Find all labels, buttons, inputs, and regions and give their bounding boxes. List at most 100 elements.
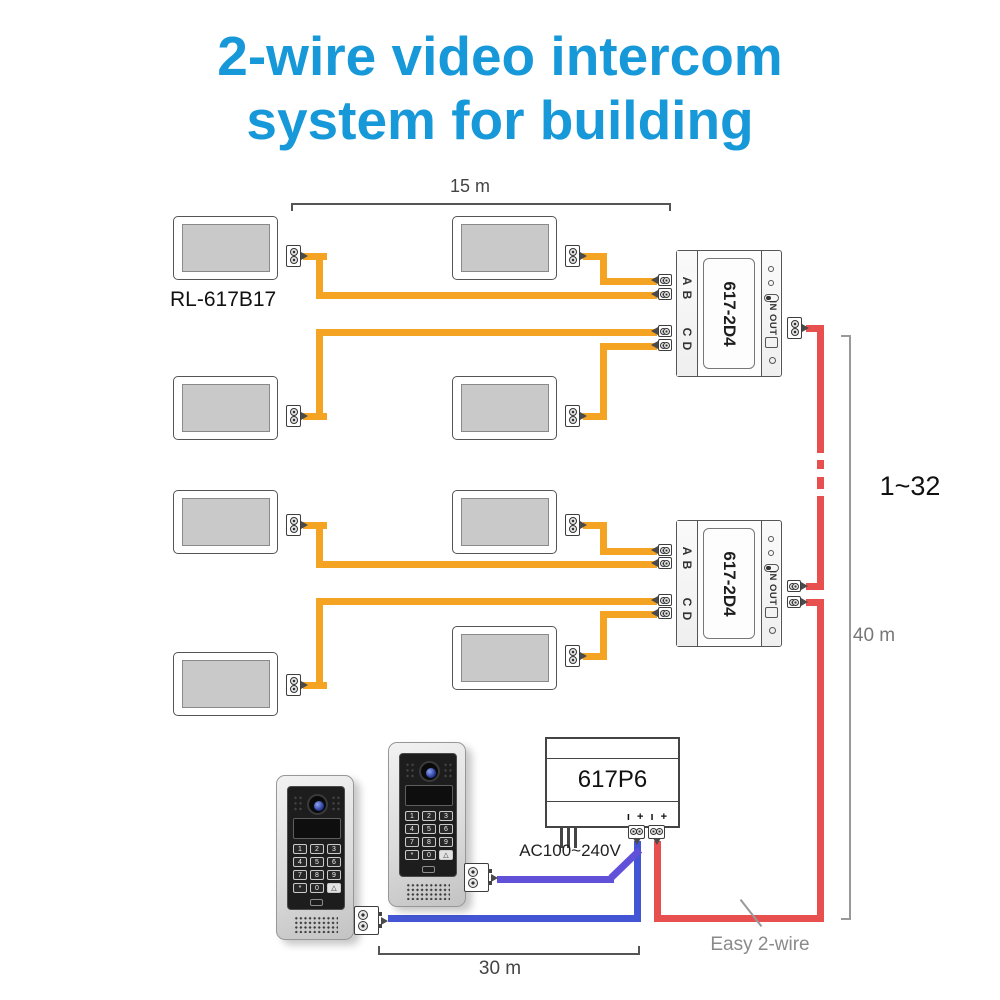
door-station-2: 1 2 3 4 5 6 7 8 9 * 0 △ — [388, 742, 466, 907]
callout-slash-icon — [739, 898, 763, 928]
key-9: 9 — [327, 870, 341, 880]
key-2: 2 — [422, 811, 436, 821]
wire-red-dash — [816, 477, 824, 489]
door-station-panel: 1 2 3 4 5 6 7 8 9 * 0 △ — [399, 753, 457, 877]
wire-orange — [303, 412, 327, 420]
wire-orange — [583, 652, 607, 660]
led-icon — [768, 550, 774, 556]
wire-blue — [633, 841, 641, 922]
wire-orange — [599, 277, 657, 285]
ac-input-label: AC100~240V — [519, 841, 621, 860]
key-7: 7 — [405, 837, 419, 847]
display-window — [405, 785, 453, 806]
key-4: 4 — [405, 824, 419, 834]
key-9: 9 — [439, 837, 453, 847]
connector-arrow-icon — [381, 916, 388, 925]
monitor-screen — [182, 498, 270, 546]
distributor-unit-2: A B C D 617-2D4 IN OUT — [676, 520, 782, 647]
terminal-connector-b — [651, 288, 672, 300]
wire-blue — [388, 914, 641, 922]
dim-tick — [378, 946, 380, 953]
wire-red — [816, 324, 824, 453]
terminal-connector-a — [651, 544, 672, 556]
connector-arrow-icon — [301, 412, 308, 420]
key-star: * — [405, 850, 419, 860]
camera-icon — [419, 761, 440, 782]
camera-lens-icon — [426, 768, 436, 778]
wire-orange — [599, 610, 607, 660]
indoor-monitor-7 — [173, 652, 278, 716]
wire-orange — [583, 252, 607, 260]
terminal-connector-d — [651, 339, 672, 351]
connector-pins-icon — [378, 912, 382, 916]
wire-orange — [599, 342, 657, 350]
door-icon — [310, 899, 323, 906]
dim-label-30m: 30 m — [478, 958, 522, 979]
port-icon — [765, 607, 778, 618]
monitor-connector — [286, 245, 308, 267]
door-icon — [422, 866, 435, 873]
wire-red — [806, 582, 824, 590]
distributor-model-label: 617-2D4 — [720, 281, 739, 347]
terminal-connector-c — [651, 325, 672, 337]
wire-orange — [599, 521, 607, 555]
riser-range-label: 1~32 — [879, 471, 941, 501]
bell-key-icon: △ — [439, 850, 453, 860]
monitor-connector — [286, 674, 308, 696]
connector-arrow-icon — [651, 609, 658, 617]
wire-orange — [303, 681, 327, 689]
connector-arrow-icon — [580, 412, 587, 420]
riser-connector-out — [787, 580, 808, 592]
power-supply-unit — [545, 737, 680, 828]
key-5: 5 — [422, 824, 436, 834]
wire-purple — [497, 875, 614, 883]
distributor-faceplate — [703, 258, 755, 369]
wire-orange — [599, 610, 657, 618]
connector-arrow-icon — [801, 598, 808, 606]
led-icon — [768, 536, 774, 542]
psu-output-connector — [648, 825, 665, 845]
terminal-connector-d — [651, 607, 672, 619]
speaker-grille-icon — [294, 916, 338, 933]
wire-red — [653, 914, 824, 922]
dim-label-15m: 15 m — [449, 176, 491, 196]
terminal-connector-a — [651, 274, 672, 286]
page-title-line2: system for building — [246, 89, 754, 151]
dim-tick — [841, 335, 849, 337]
key-3: 3 — [327, 844, 341, 854]
connector-arrow-icon — [651, 559, 658, 567]
wire-orange — [316, 560, 657, 568]
monitor-screen — [461, 224, 549, 272]
terminal-connector-c — [651, 594, 672, 606]
wire-orange — [303, 521, 327, 529]
psu-output-connector — [628, 825, 645, 845]
monitor-screen — [461, 384, 549, 432]
monitor-screen — [182, 660, 270, 708]
wire-orange — [316, 328, 657, 336]
indoor-monitor-3 — [173, 376, 278, 440]
terminal-strip — [677, 521, 698, 646]
monitor-connector — [565, 405, 587, 427]
indoor-monitor-8 — [452, 626, 557, 690]
monitor-model-label: RL-617B17 — [170, 288, 277, 311]
wire-orange — [316, 252, 323, 299]
connector-arrow-icon — [491, 873, 498, 882]
riser-connector-in — [787, 596, 808, 608]
dim-tick — [291, 203, 293, 211]
ir-led-icon — [405, 762, 415, 779]
wire-orange — [599, 547, 657, 555]
monitor-screen — [182, 384, 270, 432]
dim-bracket-top — [291, 203, 671, 205]
terminal-label-d: D — [680, 341, 694, 351]
wire-red — [816, 598, 824, 922]
wire-orange — [316, 597, 323, 689]
wire-orange — [303, 252, 327, 260]
distributor-model-label: 617-2D4 — [720, 551, 739, 617]
wire-orange — [583, 412, 607, 420]
monitor-screen — [182, 224, 270, 272]
key-4: 4 — [293, 857, 307, 867]
page-title-line1: 2-wire video intercom — [217, 25, 783, 87]
ir-led-icon — [443, 762, 453, 779]
camera-icon — [307, 794, 328, 815]
terminal-label-d: D — [680, 611, 694, 621]
